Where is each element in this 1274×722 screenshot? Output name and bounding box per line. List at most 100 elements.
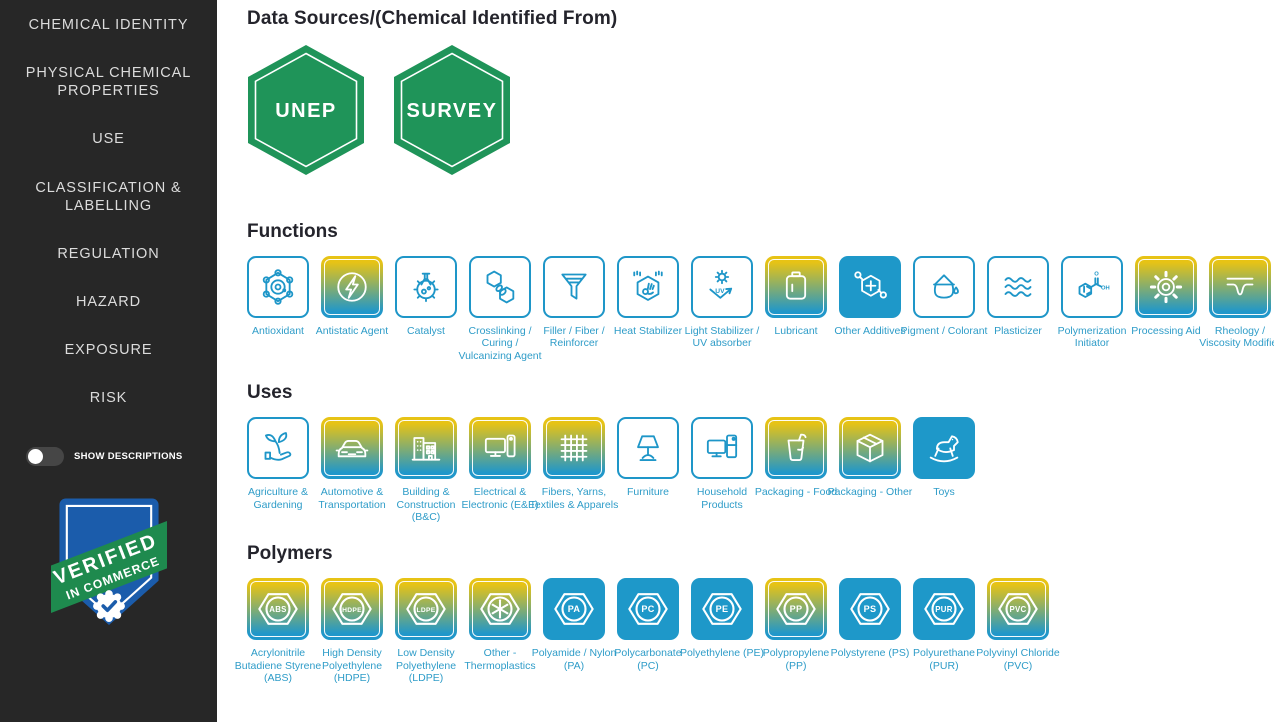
tile-acrylonitrile-butadiene-styrene-abs[interactable]: ABS bbox=[247, 578, 309, 641]
cell-packaging-food: Packaging - Food bbox=[755, 417, 837, 523]
svg-text:SURVEY: SURVEY bbox=[407, 100, 498, 122]
tile-antistatic-agent[interactable] bbox=[321, 256, 383, 318]
tile-label: Household Products bbox=[696, 486, 748, 511]
polymer-hexagon-icon: HDPE bbox=[329, 586, 375, 632]
cell-other-thermoplastics: Other - Thermoplastics bbox=[464, 578, 536, 684]
tile-electrical-electronic-e-e[interactable] bbox=[469, 417, 531, 480]
tile-fibers-yarns-textiles-apparels[interactable] bbox=[543, 417, 605, 480]
tile-low-density-polyethylene-ldpe[interactable]: LDPE bbox=[395, 578, 457, 641]
monitor-devices-icon bbox=[480, 428, 520, 468]
cell-polyvinyl-chloride-pvc: PVC Polyvinyl Chloride (PVC) bbox=[976, 578, 1060, 684]
sidebar-item-physical-chemical-properties[interactable]: PHYSICAL CHEMICAL PROPERTIES bbox=[25, 65, 192, 100]
tile-toys[interactable] bbox=[913, 417, 975, 480]
tile-heat-stabilizer[interactable] bbox=[617, 256, 679, 318]
hand-leaves-icon bbox=[258, 428, 298, 468]
lamp-icon bbox=[628, 428, 668, 468]
tile-crosslinking-curing-vulcanizing-agent[interactable] bbox=[469, 256, 531, 318]
tile-catalyst[interactable] bbox=[395, 256, 457, 318]
tile-label: Processing Aid bbox=[1131, 325, 1201, 337]
cell-plasticizer: Plasticizer bbox=[987, 256, 1049, 362]
verified-in-commerce-badge: VERIFIED IN COMMERCE bbox=[24, 492, 192, 645]
toggle-knob bbox=[28, 449, 43, 465]
data-source-badge-unep: UNEP bbox=[247, 44, 365, 181]
tile-other-thermoplastics[interactable] bbox=[469, 578, 531, 641]
cell-electrical-electronic-e-e: Electrical & Electronic (E&E) bbox=[461, 417, 539, 523]
tile-other-additives[interactable] bbox=[839, 256, 901, 318]
tile-label: Polyurethane (PUR) bbox=[913, 647, 975, 672]
tile-label: Rheology / Viscosity Modifier bbox=[1199, 325, 1274, 350]
sidebar-item-hazard[interactable]: HAZARD bbox=[75, 293, 141, 310]
sidebar-item-use[interactable]: USE bbox=[92, 131, 125, 148]
tile-label: Plasticizer bbox=[994, 325, 1042, 337]
tile-packaging-food[interactable] bbox=[765, 417, 827, 480]
tile-pigment-colorant[interactable] bbox=[913, 256, 975, 318]
show-descriptions-toggle[interactable]: SHOW DESCRIPTIONS bbox=[0, 447, 217, 467]
viscosity-curve-icon bbox=[1220, 267, 1260, 307]
sidebar-item-risk[interactable]: RISK bbox=[89, 390, 128, 407]
tile-polyethylene-pe[interactable]: PE bbox=[691, 578, 753, 641]
tile-building-construction-b-c[interactable] bbox=[395, 417, 457, 480]
tile-label: Polyvinyl Chloride (PVC) bbox=[976, 647, 1060, 672]
tile-polystyrene-ps[interactable]: PS bbox=[839, 578, 901, 641]
cell-fibers-yarns-textiles-apparels: Fibers, Yarns, Textiles & Apparels bbox=[530, 417, 618, 523]
cell-household-products: Household Products bbox=[691, 417, 753, 523]
tile-plasticizer[interactable] bbox=[987, 256, 1049, 318]
tile-label: Heat Stabilizer bbox=[613, 325, 683, 337]
tile-antioxidant[interactable] bbox=[247, 256, 309, 318]
oil-bottle-icon bbox=[776, 267, 816, 307]
cell-antistatic-agent: Antistatic Agent bbox=[316, 256, 388, 362]
tile-label: Packaging - Food bbox=[754, 486, 838, 499]
tile-household-products[interactable] bbox=[691, 417, 753, 480]
sidebar-item-exposure[interactable]: EXPOSURE bbox=[64, 342, 153, 358]
tile-polyurethane-pur[interactable]: PUR bbox=[913, 578, 975, 641]
tile-label: Fibers, Yarns, Textiles & Apparels bbox=[529, 486, 619, 511]
tile-label: Other - Thermoplastics bbox=[464, 647, 536, 672]
cell-pigment-colorant: Pigment / Colorant bbox=[901, 256, 987, 362]
paint-bucket-icon bbox=[924, 267, 964, 307]
cell-processing-aid: Processing Aid bbox=[1131, 256, 1201, 362]
tile-label: High Density Polyethylene (HDPE) bbox=[321, 647, 383, 684]
polymer-hexagon-icon: ABS bbox=[255, 586, 301, 632]
cell-heat-stabilizer: Heat Stabilizer bbox=[614, 256, 682, 362]
tile-polyamide-nylon-pa[interactable]: PA bbox=[543, 578, 605, 641]
tile-label: Packaging - Other bbox=[827, 486, 913, 499]
tile-lubricant[interactable] bbox=[765, 256, 827, 318]
tile-polyvinyl-chloride-pvc[interactable]: PVC bbox=[987, 578, 1049, 641]
tile-light-stabilizer-uv-absorber[interactable]: UV bbox=[691, 256, 753, 318]
toggle-switch-icon[interactable] bbox=[26, 447, 64, 467]
tile-label: Electrical & Electronic (E&E) bbox=[461, 486, 539, 511]
sidebar-item-chemical-identity[interactable]: CHEMICAL IDENTITY bbox=[28, 17, 189, 33]
tile-filler-fiber-reinforcer[interactable] bbox=[543, 256, 605, 318]
tile-furniture[interactable] bbox=[617, 417, 679, 480]
tile-polypropylene-pp[interactable]: PP bbox=[765, 578, 827, 641]
tile-automotive-transportation[interactable] bbox=[321, 417, 383, 480]
hexagon-plus-icon bbox=[850, 267, 890, 307]
tile-packaging-other[interactable] bbox=[839, 417, 901, 480]
tile-label: Polyamide / Nylon (PA) bbox=[531, 647, 617, 672]
svg-text:UNEP: UNEP bbox=[275, 100, 337, 122]
tile-agriculture-gardening[interactable] bbox=[247, 417, 309, 480]
tile-polycarbonate-pc[interactable]: PC bbox=[617, 578, 679, 641]
tile-high-density-polyethylene-hdpe[interactable]: HDPE bbox=[321, 578, 383, 641]
toggle-label: SHOW DESCRIPTIONS bbox=[74, 451, 183, 463]
polymer-hexagon-icon: PP bbox=[773, 586, 819, 632]
tile-rheology-viscosity-modifier[interactable] bbox=[1209, 256, 1271, 318]
section-heading-functions: Functions bbox=[247, 221, 338, 242]
sidebar-item-regulation[interactable]: REGULATION bbox=[57, 245, 160, 262]
tile-processing-aid[interactable] bbox=[1135, 256, 1197, 318]
svg-text:PA: PA bbox=[568, 604, 581, 614]
svg-text:OH: OH bbox=[1101, 286, 1110, 292]
sidebar-item-classification-labelling[interactable]: CLASSIFICATION & LABELLING bbox=[35, 179, 182, 214]
polymer-hexagon-snowflake-icon bbox=[477, 586, 523, 632]
household-appliances-icon bbox=[702, 428, 742, 468]
section-heading-uses: Uses bbox=[247, 382, 293, 404]
svg-text:UV: UV bbox=[715, 288, 725, 295]
